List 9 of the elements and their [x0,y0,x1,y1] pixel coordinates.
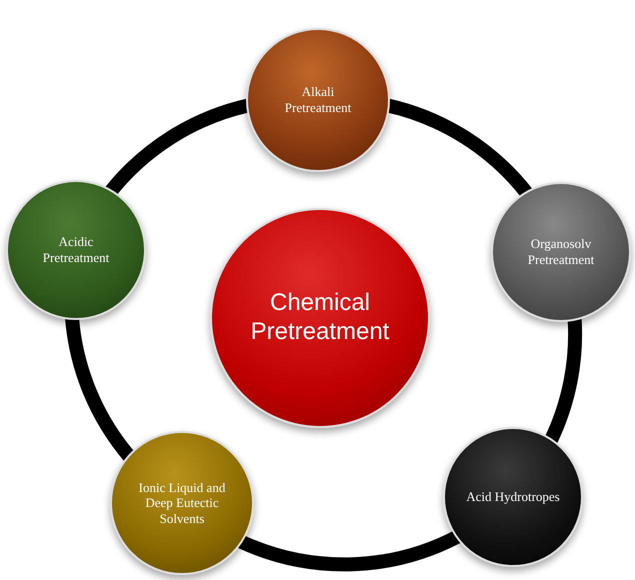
node-label: Organosolv Pretreatment [526,236,596,268]
ring-connector [544,318,582,444]
node-label: Acid Hydrotropes [465,489,561,505]
ring-connector [65,316,136,462]
ring-connector [238,530,461,572]
node-label: Alkali Pretreatment [284,84,352,116]
node-label: Chemical Pretreatment [250,289,390,347]
node-label: Ionic Liquid and Deep Eutectic Solvents [138,480,226,526]
node-label: Acidic Pretreatment [42,234,110,266]
